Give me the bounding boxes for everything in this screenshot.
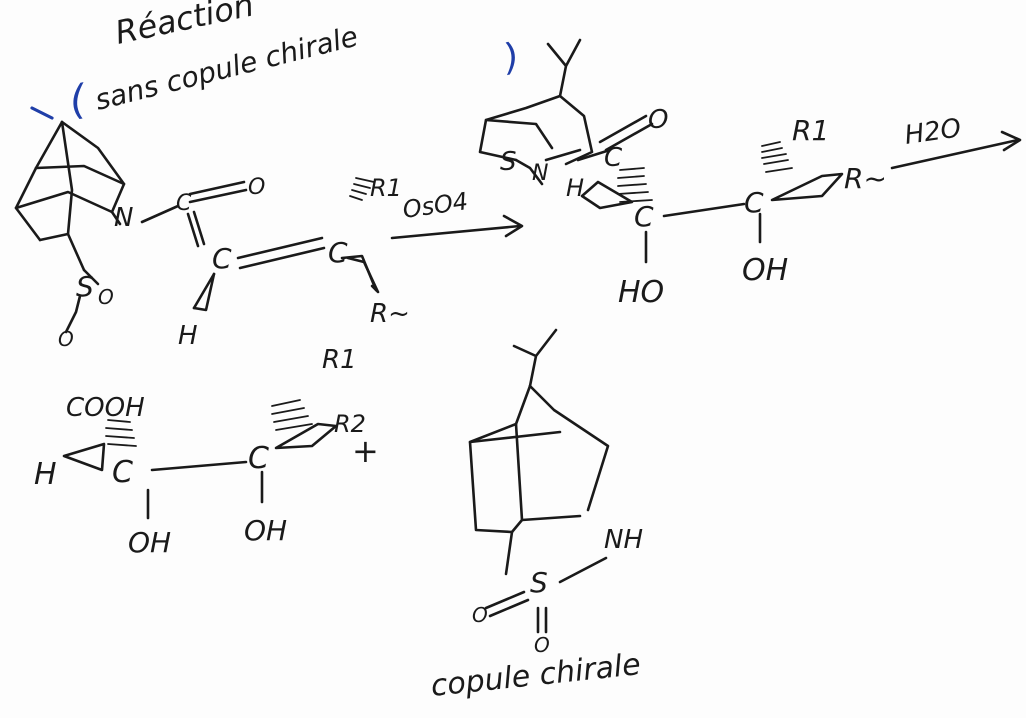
mol1-carbonyl-O: O	[248, 175, 265, 200]
blue-stroke-mark	[30, 106, 54, 120]
product-COOH-label: COOH	[66, 393, 145, 423]
plus-sign: +	[352, 432, 379, 470]
product-OH2: OH	[244, 514, 287, 547]
mol1-R1-label: R1	[370, 174, 402, 202]
aux-S-label: S	[530, 566, 548, 599]
mol2-N-label: N	[532, 161, 548, 186]
mol2-carbonyl-O: O	[648, 105, 668, 135]
mol1-alkene-C2: C	[328, 236, 348, 269]
molecule-2-diol-intermediate	[478, 38, 844, 264]
mol1-N-label: N	[114, 203, 133, 233]
mol1-SO-label: O	[98, 285, 114, 309]
product-H-label: H	[34, 457, 57, 492]
mol2-R1-label: R1	[792, 114, 829, 147]
arrow-h2o	[890, 138, 1020, 170]
aux-O2-label: O	[534, 633, 550, 657]
product-C2: C	[248, 441, 269, 476]
mol2-C2: C	[744, 186, 764, 219]
mol2-R2-label: R~	[844, 162, 887, 195]
mol2-S-label: S	[500, 147, 517, 177]
arrow-oso4	[390, 224, 522, 240]
mol2-OH-label: OH	[742, 253, 788, 288]
mol1-alkene-C1: C	[212, 242, 232, 275]
arrow-h2o-head	[1000, 130, 1022, 152]
product-OH1: OH	[128, 526, 171, 559]
mol1-SO2-label: O	[58, 327, 74, 351]
mol1-S-label: S	[76, 270, 94, 303]
mol1-H-label: H	[178, 321, 198, 351]
molecule-1-camphorsultam-amide	[14, 120, 380, 334]
aux-NH-label: NH	[604, 525, 643, 555]
product-C1: C	[112, 455, 133, 490]
reagent-h2o: H2O	[903, 113, 963, 151]
mol2-HO-label: HO	[618, 275, 664, 310]
aux-O1-label: O	[472, 603, 488, 627]
blue-paren-right: )	[497, 36, 523, 80]
mol2-C1: C	[634, 200, 654, 233]
product-R1-label: R1	[322, 345, 357, 375]
mol1-R2-label: R~	[370, 299, 410, 329]
mol2-H-label: H	[566, 174, 584, 202]
mol2-carbonyl-C: C	[604, 143, 623, 173]
reagent-oso4: OsO4	[401, 187, 470, 224]
arrow-oso4-head	[502, 214, 524, 238]
mol1-carbonyl-C: C	[176, 191, 192, 216]
product-R2-label: R2	[334, 410, 366, 438]
blue-paren-left: (	[66, 76, 92, 124]
chiral-auxiliary-camphorsultam	[468, 328, 610, 634]
heading-text: Réaction	[112, 0, 257, 52]
product-dihydroxy-acid	[62, 399, 338, 520]
